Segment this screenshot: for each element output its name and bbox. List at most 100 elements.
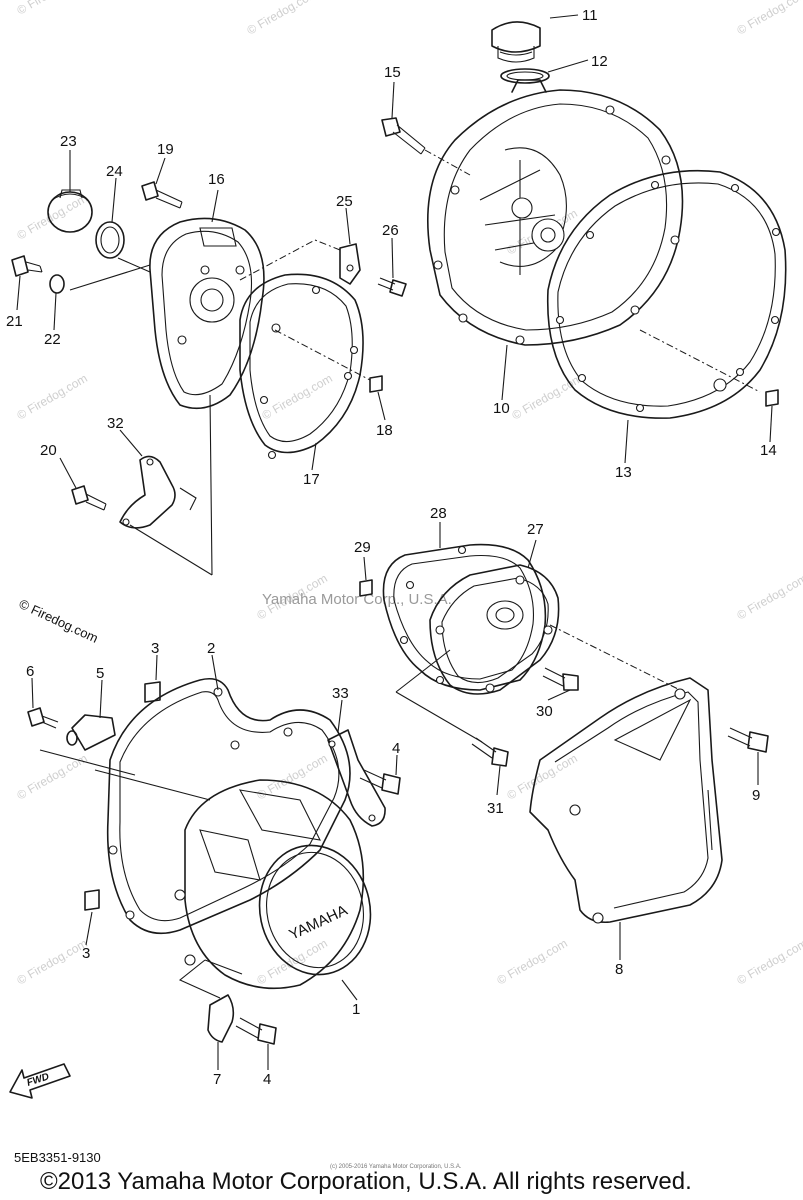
sprocket-cover-assembly — [529, 677, 769, 924]
watermark: © Firedog.com — [735, 0, 803, 38]
bracket — [339, 243, 361, 285]
bracket — [119, 455, 176, 529]
fwd-label: FWD — [26, 1071, 51, 1089]
dowel-pin — [144, 681, 161, 703]
firedog-credit: © Firedog.com — [17, 596, 101, 646]
diagram-code: 5EB3351-9130 — [14, 1150, 101, 1165]
dowel-pin — [765, 389, 779, 407]
part-label: 32 — [107, 415, 124, 432]
watermark-layer: © Firedog.com © Firedog.com © Firedog.co… — [15, 0, 803, 988]
bolt — [389, 279, 407, 297]
part-label: 31 — [487, 800, 504, 817]
part-label: 8 — [615, 961, 623, 978]
oil-filler-cap — [491, 21, 541, 53]
part-label: 7 — [213, 1071, 221, 1088]
bolt — [27, 707, 45, 727]
generator-cover-assembly: YAMAHA — [27, 677, 401, 1045]
bolt — [747, 731, 769, 753]
clutch-cover-gasket — [546, 169, 787, 419]
bolt — [71, 485, 89, 505]
watermark: © Firedog.com — [495, 936, 570, 988]
part-label: 11 — [582, 7, 598, 24]
watermark: © Firedog.com — [15, 751, 90, 803]
part-label: 9 — [752, 787, 760, 804]
part-label: 23 — [60, 133, 77, 150]
part-label: 10 — [493, 400, 510, 417]
sprocket-cover — [529, 677, 723, 924]
part-label: 16 — [208, 171, 225, 188]
part-label: 3 — [151, 640, 159, 657]
watermark: © Firedog.com — [245, 0, 320, 38]
clutch-cover — [427, 89, 684, 346]
watermark: © Firedog.com — [735, 571, 803, 623]
watermark: © Firedog.com — [255, 751, 330, 803]
part-label: 13 — [615, 464, 632, 481]
bolt — [381, 773, 401, 795]
part-label: 4 — [392, 740, 400, 757]
wire-clamp — [71, 714, 116, 751]
washer — [49, 274, 65, 294]
part-label: 30 — [536, 703, 553, 720]
part-label: 6 — [26, 663, 34, 680]
callout-leaders — [16, 14, 773, 1070]
part-label: 15 — [384, 64, 401, 81]
oil-pump-cover-assembly — [359, 543, 681, 767]
clutch-cover-assembly — [381, 21, 787, 419]
watermark: © Firedog.com — [255, 936, 330, 988]
dowel-pin — [84, 889, 100, 911]
watermark: © Firedog.com — [15, 191, 90, 243]
part-label: 24 — [106, 163, 123, 180]
part-label: 26 — [382, 222, 399, 239]
bolt — [491, 747, 509, 767]
small-footer-note: (c) 2005-2016 Yamaha Motor Corporation, … — [330, 1164, 462, 1170]
part-label: 1 — [352, 1001, 360, 1018]
watermark: © Firedog.com — [15, 371, 90, 423]
part-label: 4 — [263, 1071, 271, 1088]
part-label: 5 — [96, 665, 104, 682]
copyright-notice: ©2013 Yamaha Motor Corporation, U.S.A. A… — [40, 1168, 692, 1195]
part-label: 17 — [303, 471, 320, 488]
bolt — [381, 117, 401, 137]
part-label: 27 — [527, 521, 544, 538]
watermark: © Firedog.com — [510, 371, 585, 423]
part-label: 19 — [157, 141, 174, 158]
part-label: 22 — [44, 331, 61, 348]
generator-cover — [184, 779, 365, 990]
pickup-cover-assembly — [11, 181, 407, 576]
watermark: © Firedog.com — [15, 0, 90, 18]
oil-pump-gasket — [382, 543, 547, 691]
watermark: © Firedog.com — [15, 936, 90, 988]
part-label: 3 — [82, 945, 90, 962]
o-ring — [95, 221, 125, 259]
part-label: 21 — [6, 313, 23, 330]
dowel-pin — [359, 579, 373, 597]
part-label: 20 — [40, 442, 57, 459]
part-label: 29 — [354, 539, 371, 556]
bolt — [141, 181, 159, 201]
pickup-coil-cover — [149, 217, 265, 410]
part-label: 33 — [332, 685, 349, 702]
part-number-labels: 1 2 3 3 4 4 5 6 7 8 9 10 11 12 13 14 15 … — [6, 7, 777, 1088]
pickup-cover-gasket — [239, 273, 364, 454]
bolt — [11, 255, 29, 277]
bolt — [562, 673, 579, 691]
part-label: 18 — [376, 422, 393, 439]
part-label: 2 — [207, 640, 215, 657]
bracket — [327, 729, 386, 827]
generator-cover-gasket — [106, 677, 351, 935]
oil-pump-cover — [429, 564, 560, 695]
part-label: 14 — [760, 442, 777, 459]
wire-clamp — [207, 994, 235, 1043]
center-watermark: Yamaha Motor Corp., U.S.A. — [262, 591, 452, 608]
watermark: © Firedog.com — [260, 371, 335, 423]
part-label: 12 — [591, 53, 608, 70]
part-label: 25 — [336, 193, 353, 210]
part-label: 28 — [430, 505, 447, 522]
o-ring — [500, 68, 550, 84]
forward-direction-arrow: FWD — [9, 1063, 71, 1099]
dowel-pin — [369, 375, 383, 393]
cover-brand-logo: YAMAHA — [287, 902, 351, 944]
watermark: © Firedog.com — [735, 936, 803, 988]
